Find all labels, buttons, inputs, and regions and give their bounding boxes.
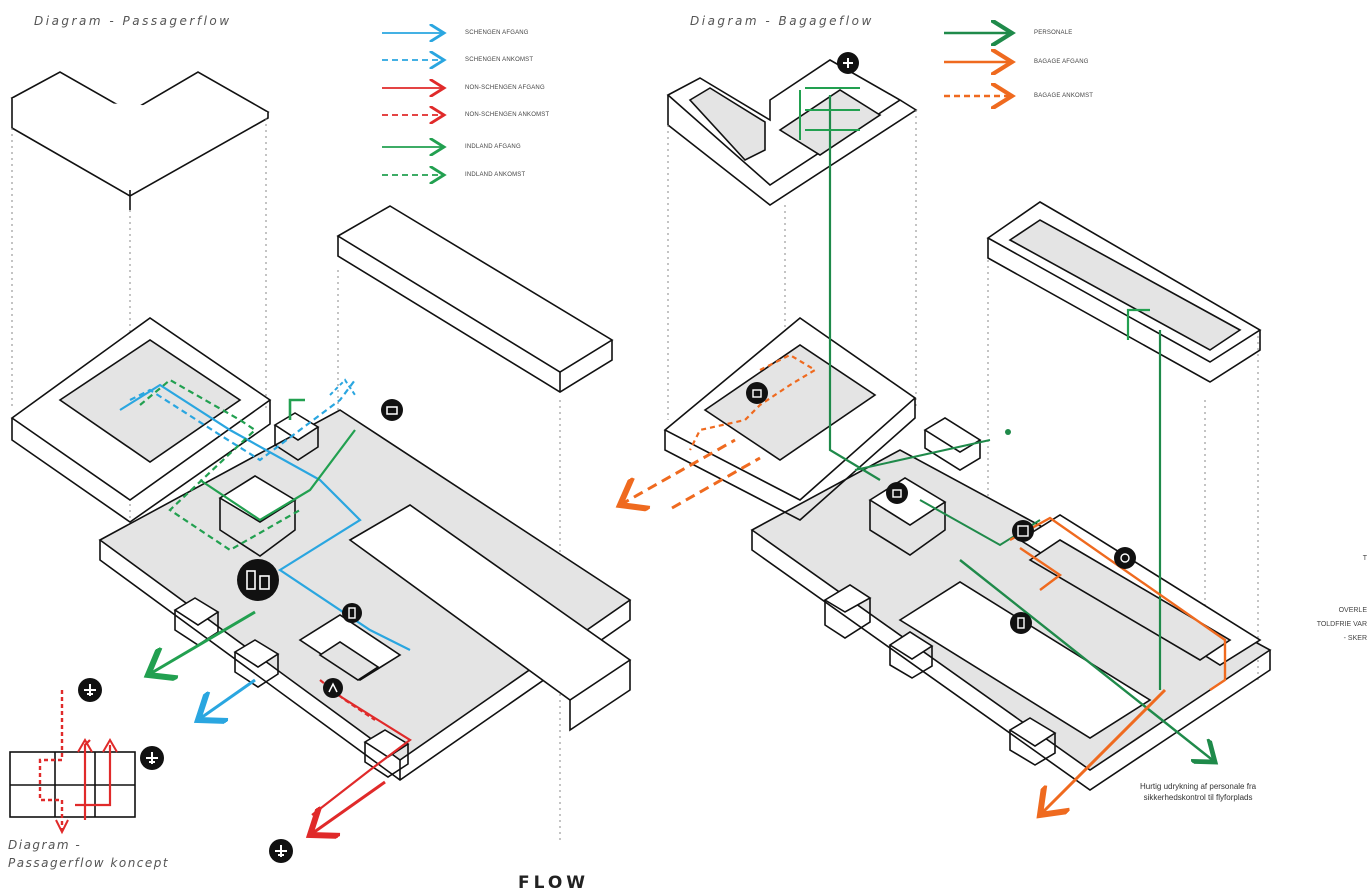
bagage-ankomst-exit-arrow (620, 440, 735, 505)
airplane-icon (140, 746, 164, 770)
flow-label: FLOW (518, 873, 589, 893)
security-icon (1012, 520, 1034, 542)
edge-text-line1: T (1280, 552, 1367, 566)
security-icon (237, 559, 279, 601)
passport-icon (342, 603, 362, 623)
airplane-icon (78, 678, 102, 702)
staff-note: Hurtig udrykning af personale fra sikker… (1140, 781, 1256, 803)
staff-note-line1: Hurtig udrykning af personale fra (1140, 781, 1256, 792)
airplane-icon (269, 839, 293, 863)
passenger-flow-axonometric (12, 72, 630, 840)
staff-icon (323, 678, 343, 698)
staff-note-line2: sikkerhedskontrol til flyforplads (1140, 792, 1256, 803)
roof-block (338, 206, 612, 372)
edge-text-line3: TOLDFRIE VAR (1280, 618, 1367, 632)
luggage-icon (886, 482, 908, 504)
luggage-icon (381, 399, 403, 421)
baggage-flow-axonometric (665, 60, 1270, 790)
passenger-flow-concept-diagram (10, 690, 135, 832)
security-icon (1114, 547, 1136, 569)
exit-arrow-schengen (198, 680, 255, 720)
luggage-icon (746, 382, 768, 404)
airplane-icon (837, 52, 859, 74)
edge-text-line4: - SKER (1280, 632, 1367, 646)
edge-text: T OVERLE TOLDFRIE VAR - SKER (1280, 552, 1367, 646)
edge-text-line2: OVERLE (1280, 604, 1367, 618)
map-icons (78, 52, 1136, 863)
passport-icon (1010, 612, 1032, 634)
